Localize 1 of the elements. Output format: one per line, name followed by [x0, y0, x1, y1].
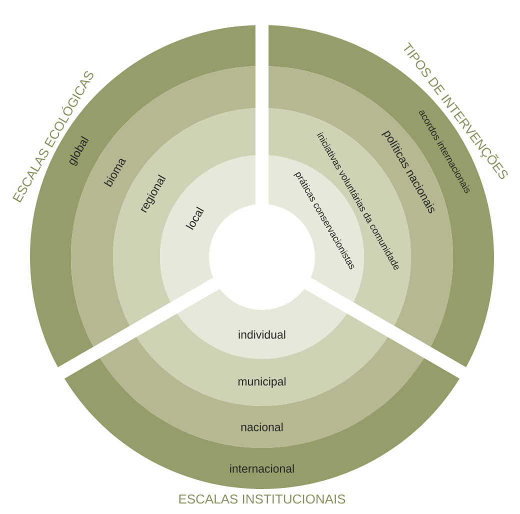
ring-segment: individual: [177, 288, 347, 359]
